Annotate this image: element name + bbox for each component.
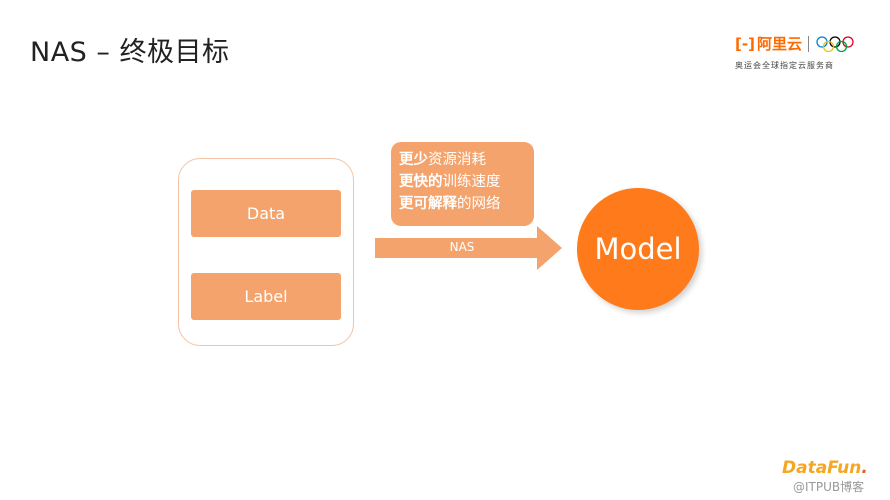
logo-divider <box>807 35 809 52</box>
datafun-dot: . <box>861 458 868 478</box>
nas-arrow <box>375 226 562 270</box>
logo-tagline: 奥运会全球指定云服务商 <box>735 61 834 70</box>
olympic-rings-icon <box>816 35 854 52</box>
model-output-circle: Model <box>577 188 699 310</box>
benefit-line: 更快的训练速度 <box>399 171 534 193</box>
slide-title: NAS – 终极目标 <box>30 37 230 68</box>
itpub-watermark: @ITPUB博客 <box>793 480 865 494</box>
alibaba-cloud-logo: [-] 阿里云 奥运会全球指定云服务商 <box>735 33 870 73</box>
alibaba-cloud-mark-icon: [-] <box>735 34 755 53</box>
benefit-text: 训练速度 <box>442 174 501 190</box>
benefit-text: 资源消耗 <box>428 152 486 168</box>
benefit-line: 更可解释的网络 <box>399 193 534 215</box>
datafun-brand: DataFun <box>782 458 862 478</box>
datafun-logo: DataFun. <box>782 458 868 478</box>
benefit-text: 的网络 <box>457 196 501 212</box>
benefits-callout: 更少资源消耗 更快的训练速度 更可解释的网络 <box>391 142 534 226</box>
alibaba-cloud-name: 阿里云 <box>756 35 802 53</box>
data-input-block: Data <box>191 190 341 237</box>
nas-arrow-label: NAS <box>449 240 475 254</box>
benefit-emphasis: 更快的 <box>399 174 443 190</box>
benefit-emphasis: 更少 <box>399 152 428 168</box>
benefit-line: 更少资源消耗 <box>399 149 534 171</box>
benefit-emphasis: 更可解释 <box>399 196 457 212</box>
label-input-block: Label <box>191 273 341 320</box>
